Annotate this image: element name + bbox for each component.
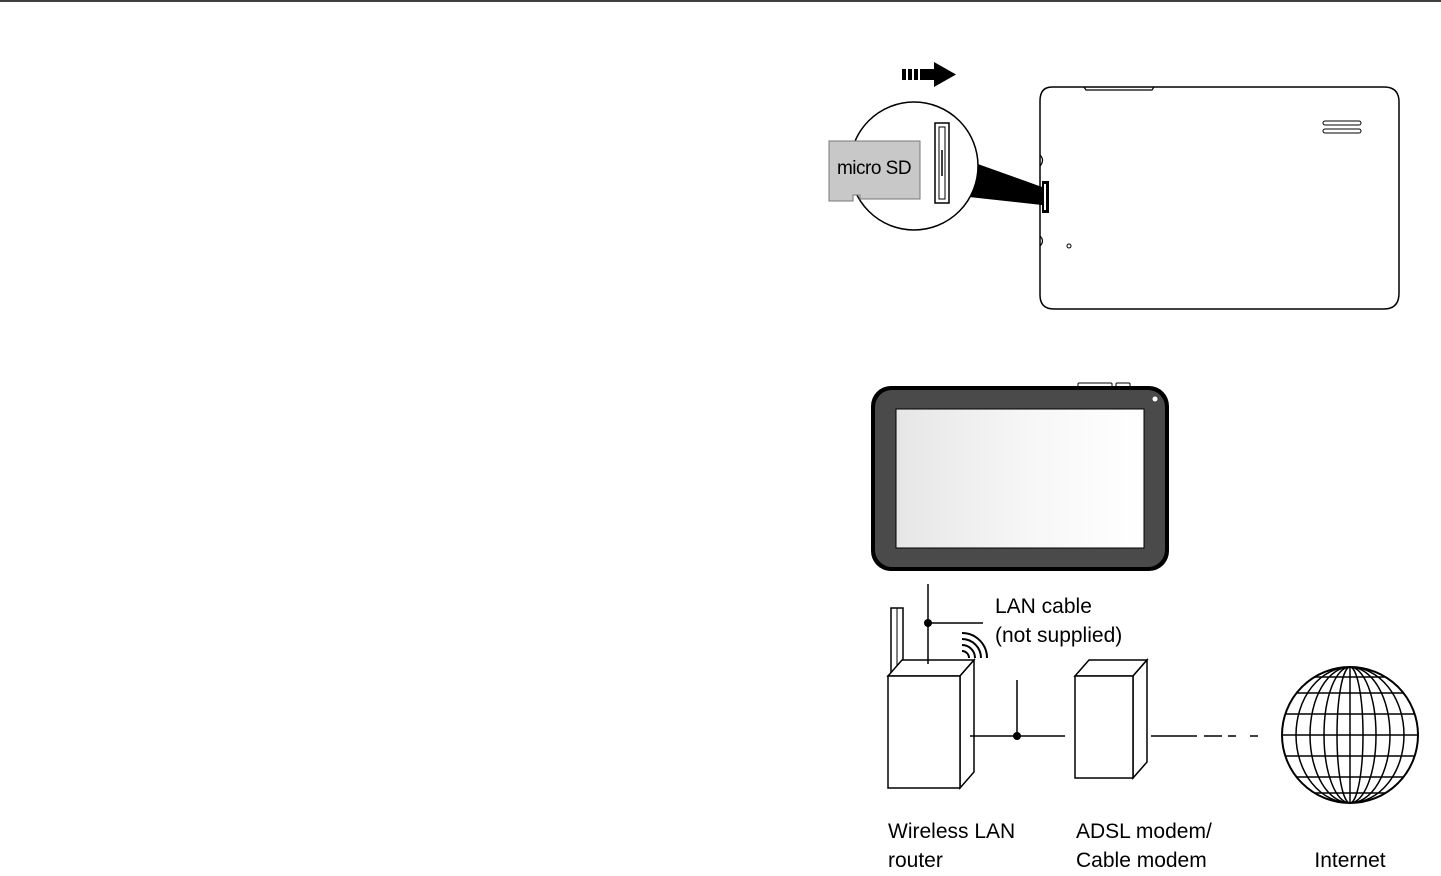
router-modem-cable xyxy=(970,680,1065,740)
globe-icon xyxy=(1281,666,1419,804)
wifi-signal-icon xyxy=(961,632,988,659)
insert-direction-arrow-icon xyxy=(902,62,956,87)
tablet-front xyxy=(871,382,1169,571)
lan-cable xyxy=(924,584,983,664)
microphone-hole-icon xyxy=(1066,243,1072,249)
router-label-line1: Wireless LAN xyxy=(888,820,1015,843)
modem xyxy=(1073,658,1149,780)
network-figure: LAN cable (not supplied) Wireless LAN ro… xyxy=(871,382,1419,872)
sd-insert-figure: micro SD xyxy=(828,62,1400,310)
modem-label-line2: Cable modem xyxy=(1076,849,1207,872)
magnifier-wedge xyxy=(969,163,1042,205)
micro-sd-label: micro SD xyxy=(837,158,911,179)
lan-cable-note: (not supplied) xyxy=(995,624,1122,647)
tablet-back-outline xyxy=(1039,86,1400,310)
wireless-router xyxy=(886,607,988,790)
card-slot-detail xyxy=(934,122,950,204)
front-camera-icon xyxy=(1152,396,1158,402)
router-label-line2: router xyxy=(888,849,943,872)
micro-sd-card: micro SD xyxy=(828,140,921,202)
modem-label-line1: ADSL modem/ xyxy=(1076,820,1212,843)
speaker-grille-icon xyxy=(1322,120,1362,134)
lan-cable-label: LAN cable xyxy=(995,595,1092,618)
internet-label: Internet xyxy=(1314,849,1385,872)
